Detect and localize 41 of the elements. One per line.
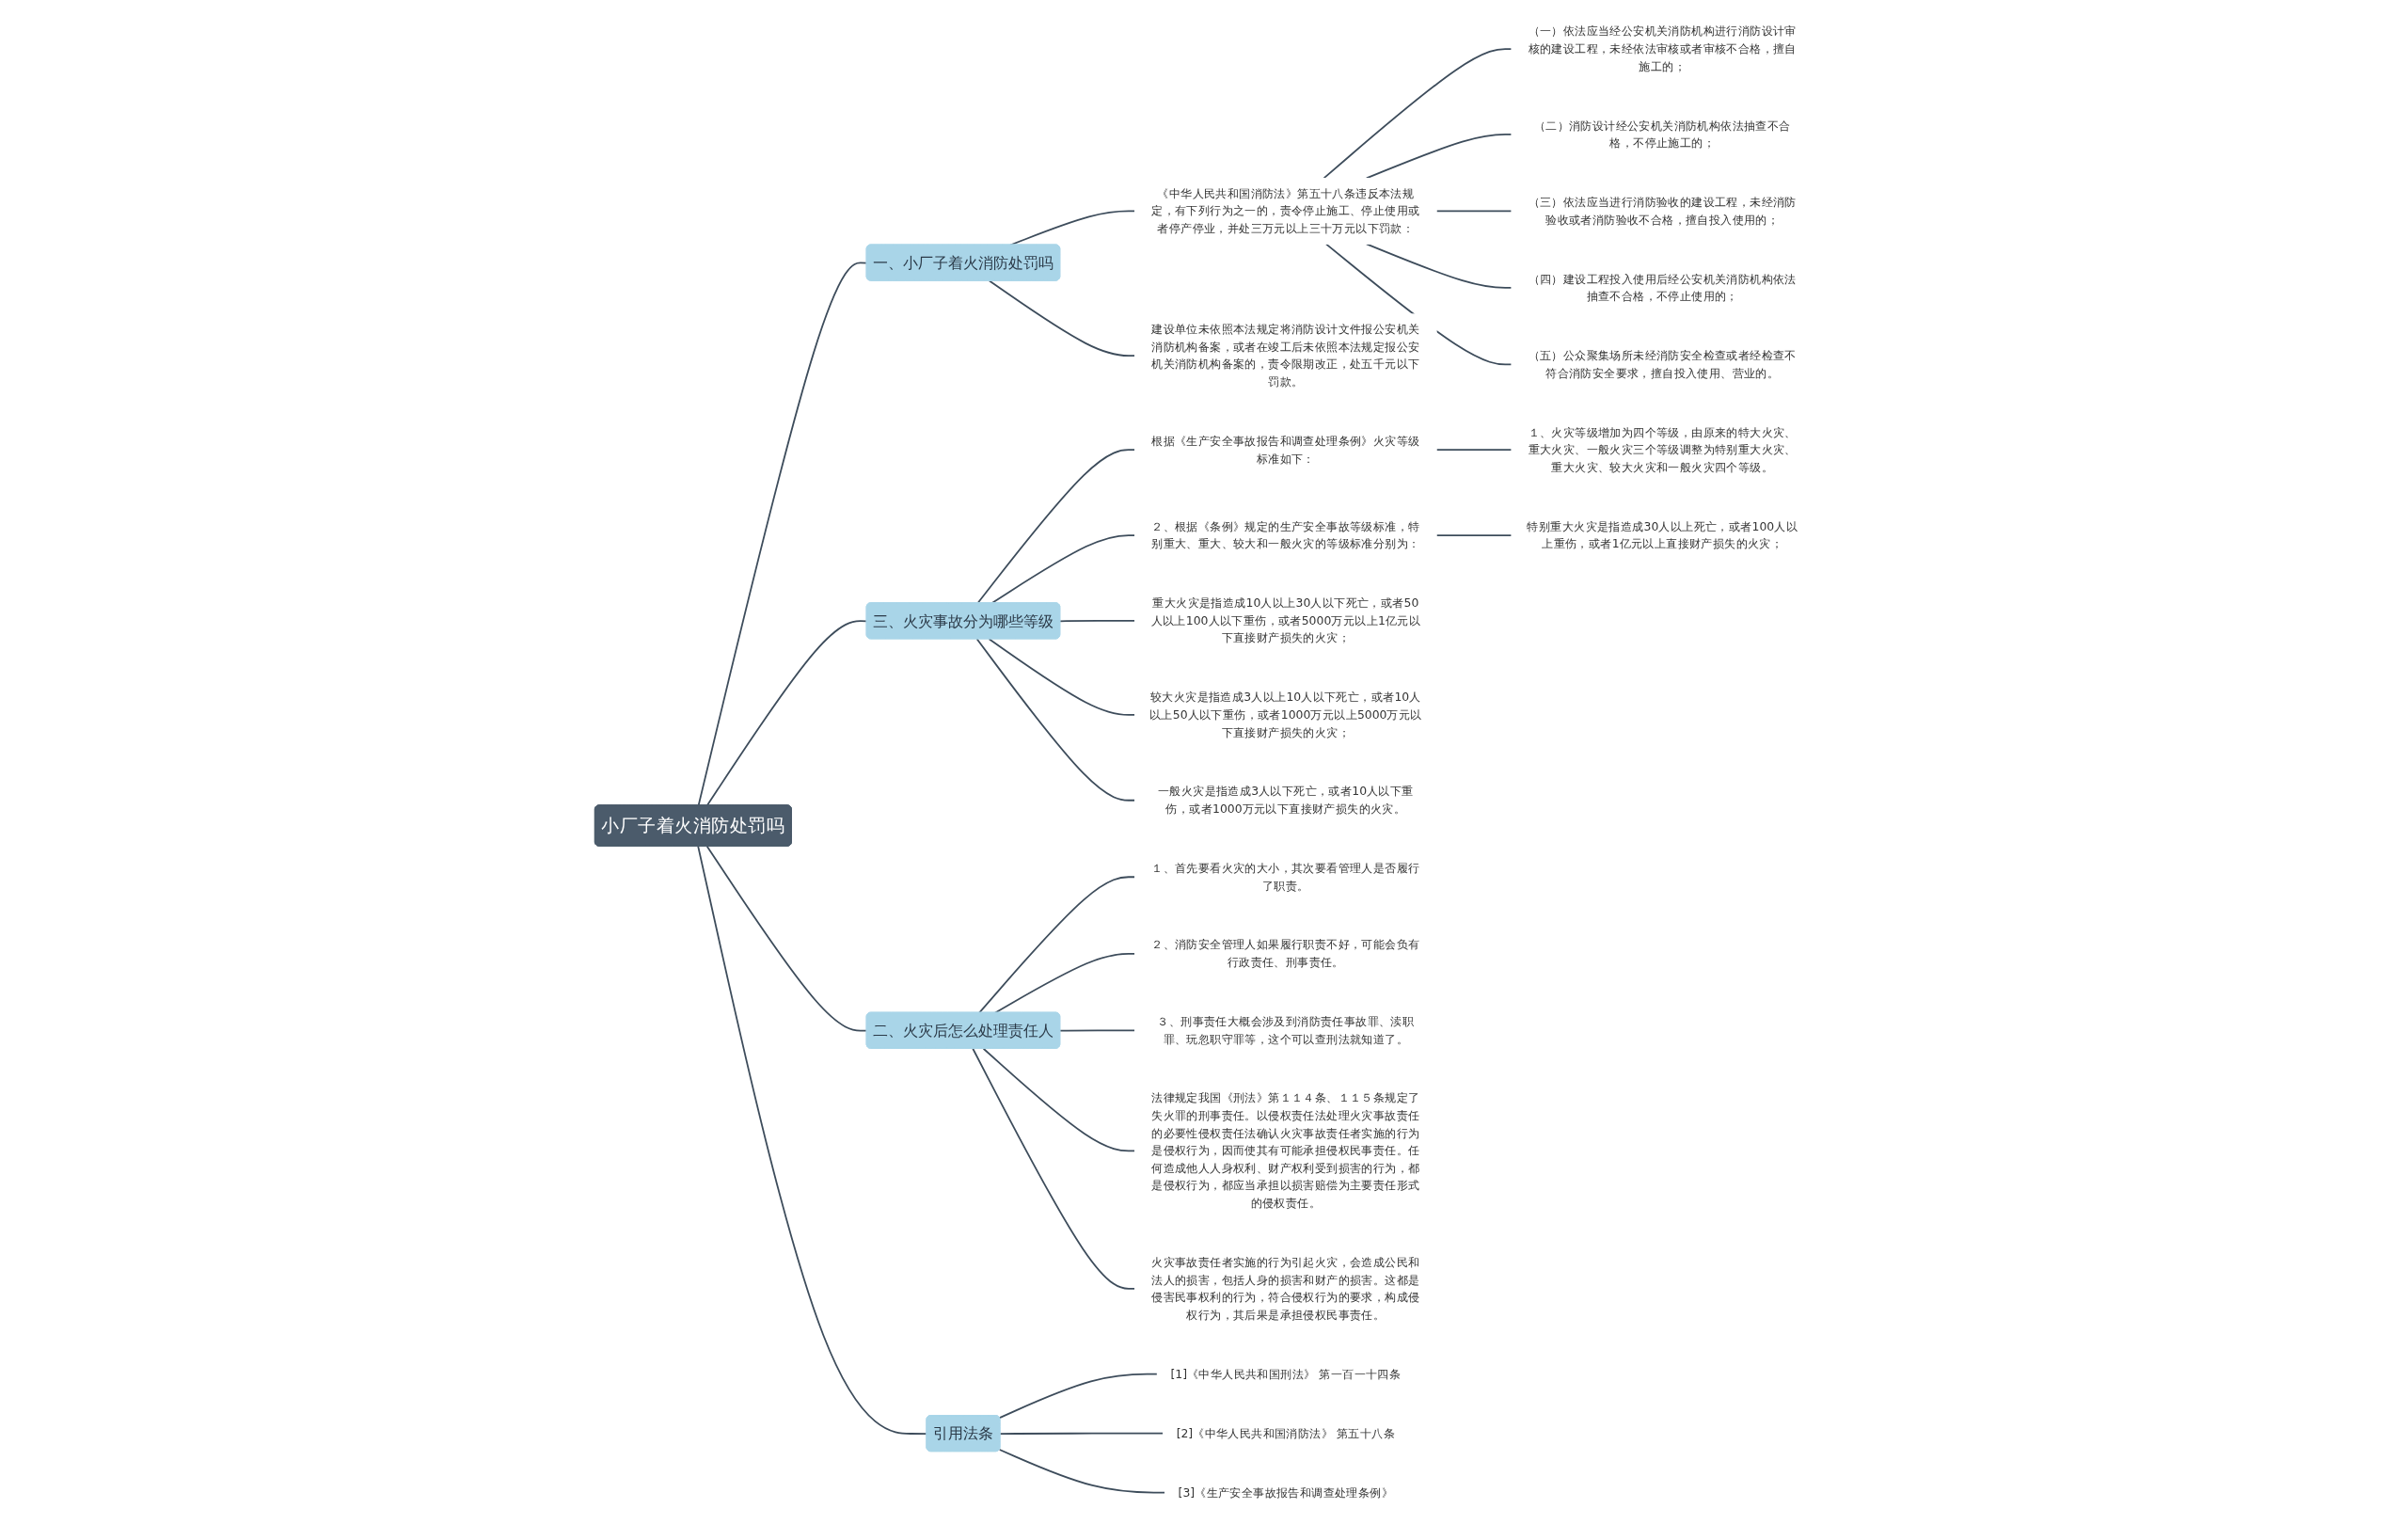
node-text: 法律规定我国《刑法》第１１４条、１１５条规定了失火罪的刑事责任。以侵权责任法处理火灾事故责任的必要性侵权责任法确认火灾事故责任者实施的行为是侵权行为，因而使其有可能承担侵权民事责任。任何造成他人人身权利、财产权利受到损害的行为，都是侵权行为，都应当承担以损害赔偿为主要责任形式的侵权责任。 <box>1151 1090 1420 1210</box>
connector <box>1365 134 1513 180</box>
node-text: [1]《中华人民共和国刑法》 第一百一十四条 <box>1170 1367 1402 1381</box>
connector <box>1059 619 1136 623</box>
node-text: 火灾事故责任者实施的行为引起火灾，会造成公民和法人的损害，包括人身的损害和财产的损害。这都是侵害民事权利的行为，符合侵权行为的要求，构成侵权行为，其后果是承担侵权民事责任。 <box>1151 1255 1420 1322</box>
connector <box>1435 210 1513 213</box>
node-text: （一）依法应当经公安机关消防机构进行消防设计审核的建设工程，未经依法审核或者审核不合格，擅自施工的； <box>1528 24 1797 73</box>
connector <box>1365 243 1513 289</box>
connector <box>705 845 868 1032</box>
connector <box>988 279 1136 357</box>
connector <box>1435 534 1513 536</box>
node-text: １、首先要看火灾的大小，其次要看管理人是否履行了职责。 <box>1151 861 1420 893</box>
node-text: [3]《生产安全事故报告和调查处理条例》 <box>1178 1484 1394 1500</box>
connector <box>982 1047 1136 1152</box>
connector <box>1323 48 1513 180</box>
node-text: 《中华人民共和国消防法》第五十八条违反本法规定，有下列行为之一的，责令停止施工、停止使用或者停产停业，并处三万元以上三十万元以下罚款： <box>1151 186 1420 235</box>
connector <box>998 1373 1159 1420</box>
connector <box>1059 1029 1136 1032</box>
connector <box>978 876 1136 1014</box>
node-text: 特别重大火灾是指造成30人以上死亡，或者100人以上重伤，或者1亿元以上直接财产损失的火灾； <box>1527 519 1798 550</box>
connector <box>998 1449 1166 1494</box>
connector <box>993 952 1136 1014</box>
connector <box>988 638 1136 716</box>
node-text: 重大火灾是指造成10人以上30人以下死亡，或者50人以上100人以下重伤，或者5000万元以上1亿元以下直接财产损失的火灾； <box>1150 595 1421 645</box>
node-text: [2]《中华人民共和国消防法》 第五十八条 <box>1176 1426 1395 1440</box>
node-text: ２、消防安全管理人如果履行职责不好，可能会负有行政责任、刑事责任。 <box>1151 937 1420 969</box>
node-text: （五）公众聚集场所未经消防安全检查或者经检查不符合消防安全要求，擅自投入使用、营业的。 <box>1528 348 1797 380</box>
connector <box>975 638 1136 802</box>
node-text: （二）消防设计经公安机关消防机构依法抽查不合格，不停止施工的； <box>1533 119 1791 150</box>
node-text: 一般火灾是指造成3人以下死亡，或者10人以下重伤，或者1000万元以下直接财产损失的火灾。 <box>1157 784 1414 816</box>
connector <box>1435 449 1513 452</box>
node-text: 建设单位未依照本法规定将消防设计文件报公安机关消防机构备案，或者在竣工后未依照本法规定报公安机关消防机构备案的，责令限期改正，处五千元以下罚款。 <box>1151 322 1420 389</box>
connector <box>972 1047 1136 1290</box>
node-text: ２、根据《条例》规定的生产安全事故等级标准，特别重大、重大、较大和一般火灾的等级标准分别为： <box>1151 519 1420 550</box>
node-text: 根据《生产安全事故报告和调查处理条例》火灾等级标准如下： <box>1151 434 1420 466</box>
connector <box>999 1432 1164 1435</box>
node-text: （四）建设工程投入使用后经公安机关消防机构依法抽查不合格，不停止使用的； <box>1528 272 1797 303</box>
node-text: ３、刑事责任大概会涉及到消防责任事故罪、渎职罪、玩忽职守罪等，这个可以查刑法就知道了。 <box>1157 1014 1415 1046</box>
node-text: １、火灾等级增加为四个等级，由原来的特大火灾、重大火灾、一般火灾三个等级调整为特别重大火灾、重大火灾、较大火灾和一般火灾四个等级。 <box>1528 425 1797 474</box>
node-text: （三）依法应当进行消防验收的建设工程，未经消防验收或者消防验收不合格，擅自投入使用的； <box>1528 195 1797 227</box>
node-text: 较大火灾是指造成3人以上10人以下死亡，或者10人以上50人以下重伤，或者1000万元以上5000万元以下直接财产损失的火灾； <box>1149 690 1422 739</box>
